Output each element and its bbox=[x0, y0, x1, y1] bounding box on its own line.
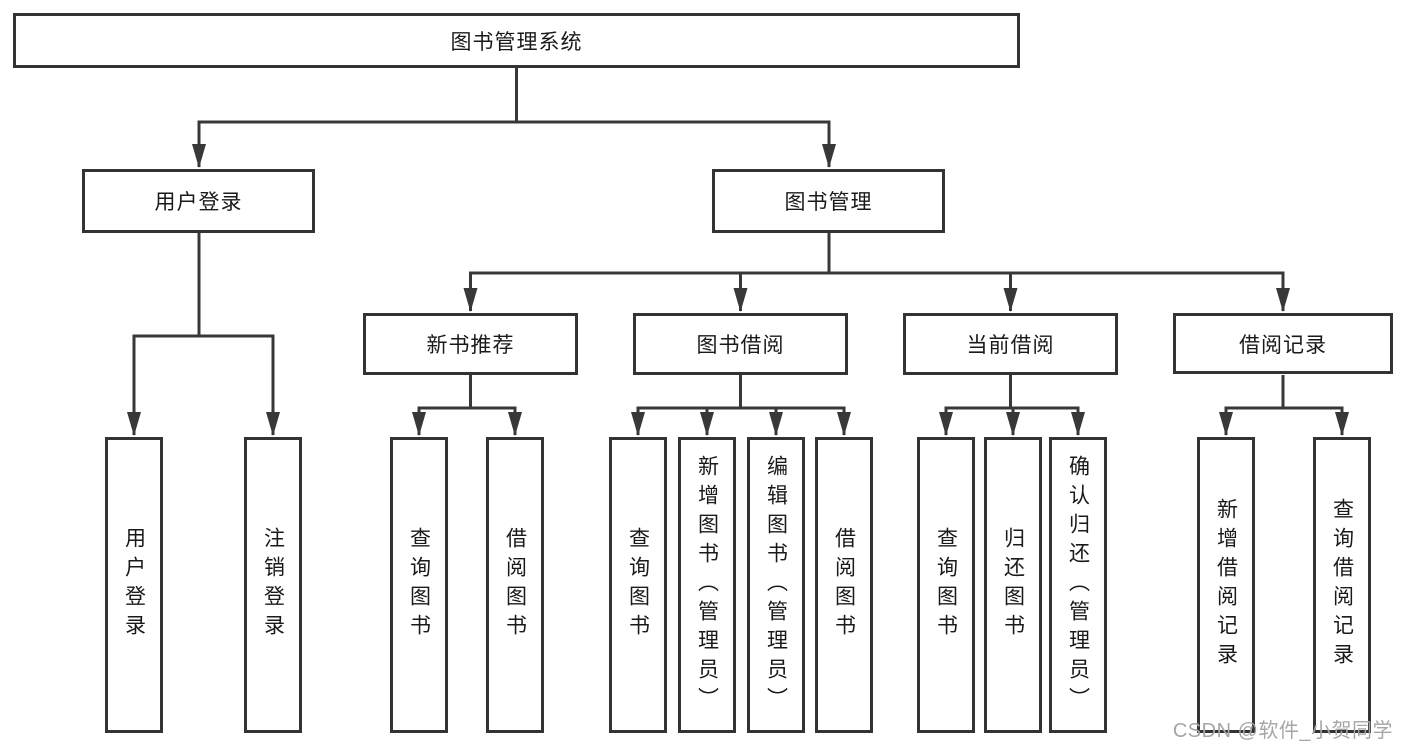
node-book-borrow-label: 图书借阅 bbox=[696, 334, 785, 357]
leaf-borrow-borrow-book-label: 借阅图书 bbox=[832, 527, 856, 643]
leaf-current-confirm-return-admin-label: 确认归还（管理员） bbox=[1066, 454, 1090, 716]
leaf-user-login-label: 用户登录 bbox=[122, 527, 146, 643]
leaf-current-confirm-return-admin: 确认归还（管理员） bbox=[1049, 437, 1107, 733]
leaf-record-query-label: 查询借阅记录 bbox=[1330, 498, 1354, 672]
leaf-borrow-add-book-admin: 新增图书（管理员） bbox=[678, 437, 736, 733]
connector-root-branch bbox=[192, 68, 836, 168]
connector-new-book-branch bbox=[412, 375, 522, 436]
leaf-user-login: 用户登录 bbox=[105, 437, 163, 733]
node-new-book-recommend: 新书推荐 bbox=[363, 313, 578, 375]
node-root: 图书管理系统 bbox=[13, 13, 1020, 68]
leaf-borrow-edit-book-admin-label: 编辑图书（管理员） bbox=[764, 454, 788, 716]
leaf-newrec-query-book-label: 查询图书 bbox=[407, 527, 431, 643]
node-book-borrow: 图书借阅 bbox=[633, 313, 848, 375]
connector-book-borrow-branch bbox=[631, 375, 851, 436]
leaf-borrow-query-book: 查询图书 bbox=[609, 437, 667, 733]
node-borrow-record-label: 借阅记录 bbox=[1239, 333, 1327, 357]
leaf-borrow-add-book-admin-label: 新增图书（管理员） bbox=[695, 454, 719, 716]
connector-current-borrow-branch bbox=[939, 375, 1085, 436]
leaf-newrec-borrow-book: 借阅图书 bbox=[486, 437, 544, 733]
node-book-management-label: 图书管理 bbox=[784, 191, 873, 214]
csdn-watermark: CSDN @软件_小贺同学 bbox=[1172, 720, 1393, 742]
leaf-record-add: 新增借阅记录 bbox=[1197, 437, 1255, 733]
leaf-newrec-borrow-book-label: 借阅图书 bbox=[503, 527, 527, 643]
node-user-login: 用户登录 bbox=[82, 169, 315, 233]
node-borrow-record: 借阅记录 bbox=[1173, 313, 1393, 374]
node-current-borrow: 当前借阅 bbox=[903, 313, 1118, 375]
node-current-borrow-label: 当前借阅 bbox=[966, 334, 1055, 357]
leaf-current-return-book-label: 归还图书 bbox=[1001, 527, 1025, 643]
leaf-record-add-label: 新增借阅记录 bbox=[1214, 498, 1238, 672]
leaf-current-query-book-label: 查询图书 bbox=[934, 527, 958, 643]
leaf-current-return-book: 归还图书 bbox=[984, 437, 1042, 733]
node-new-book-recommend-label: 新书推荐 bbox=[426, 334, 515, 357]
node-root-label: 图书管理系统 bbox=[450, 30, 583, 54]
leaf-logout-label: 注销登录 bbox=[261, 527, 285, 643]
connector-book-mgmt-branch bbox=[463, 233, 1290, 312]
node-book-management: 图书管理 bbox=[712, 169, 945, 233]
leaf-logout: 注销登录 bbox=[244, 437, 302, 733]
leaf-borrow-edit-book-admin: 编辑图书（管理员） bbox=[747, 437, 805, 733]
connector-user-login-branch bbox=[127, 233, 280, 436]
leaf-newrec-query-book: 查询图书 bbox=[390, 437, 448, 733]
leaf-borrow-borrow-book: 借阅图书 bbox=[815, 437, 873, 733]
leaf-current-query-book: 查询图书 bbox=[917, 437, 975, 733]
node-user-login-label: 用户登录 bbox=[154, 191, 243, 214]
leaf-borrow-query-book-label: 查询图书 bbox=[626, 527, 650, 643]
connector-borrow-record-branch bbox=[1219, 375, 1349, 436]
leaf-record-query: 查询借阅记录 bbox=[1313, 437, 1371, 733]
